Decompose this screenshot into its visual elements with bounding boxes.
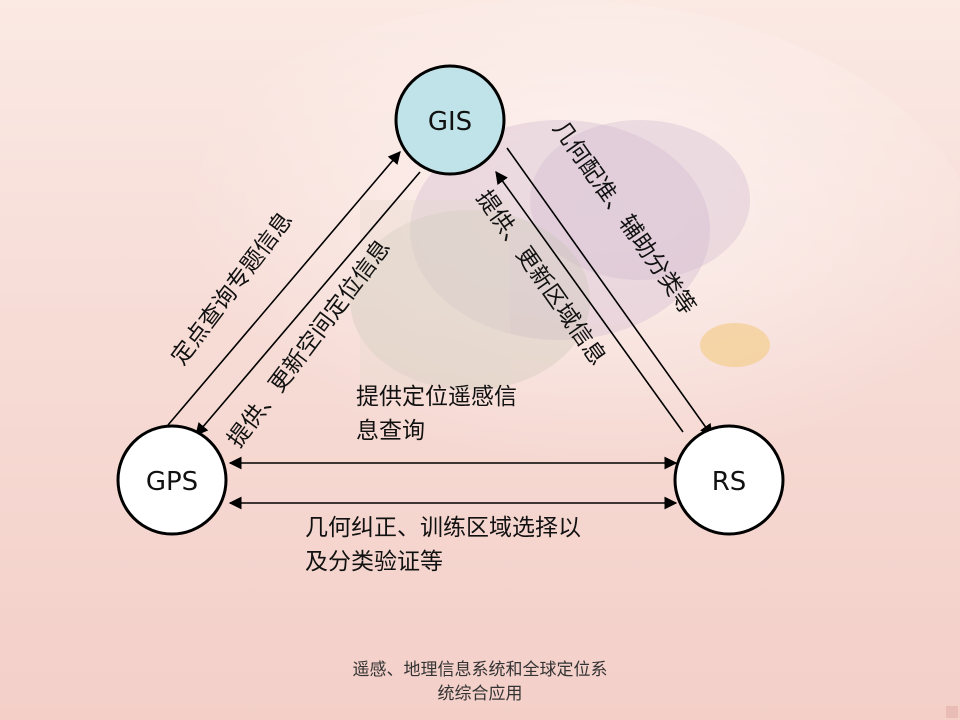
label-gps-rs-top-line1: 提供定位遥感信	[356, 384, 517, 410]
node-gis: GIS	[394, 64, 506, 176]
node-gps-label: GPS	[146, 467, 198, 497]
label-gps-rs-top-line2: 息查询	[356, 418, 425, 444]
slide-footer: 遥感、地理信息系统和全球定位系 统综合应用	[0, 658, 960, 706]
edge-gis-to-rs	[506, 147, 713, 438]
label-gps-rs-bottom-line2: 及分类验证等	[305, 549, 443, 575]
node-rs-circle	[673, 424, 785, 536]
node-gis-label: GIS	[428, 107, 472, 137]
footer-line-2: 统综合应用	[437, 684, 523, 704]
footer-line-1: 遥感、地理信息系统和全球定位系	[352, 660, 608, 680]
background-illustration	[140, 0, 960, 520]
node-gps: GPS	[116, 424, 228, 536]
edge-rs-to-gis	[495, 170, 684, 433]
edge-gps-to-gis	[167, 151, 401, 426]
label-gps-rs-bottom-line1: 几何纠正、训练区域选择以	[305, 515, 581, 541]
node-rs-label: RS	[712, 467, 747, 497]
node-gps-circle	[116, 424, 228, 536]
node-gis-circle	[394, 64, 506, 176]
node-rs: RS	[673, 424, 785, 536]
edge-gis-to-gps	[195, 171, 421, 436]
corner-decoration	[946, 706, 958, 718]
